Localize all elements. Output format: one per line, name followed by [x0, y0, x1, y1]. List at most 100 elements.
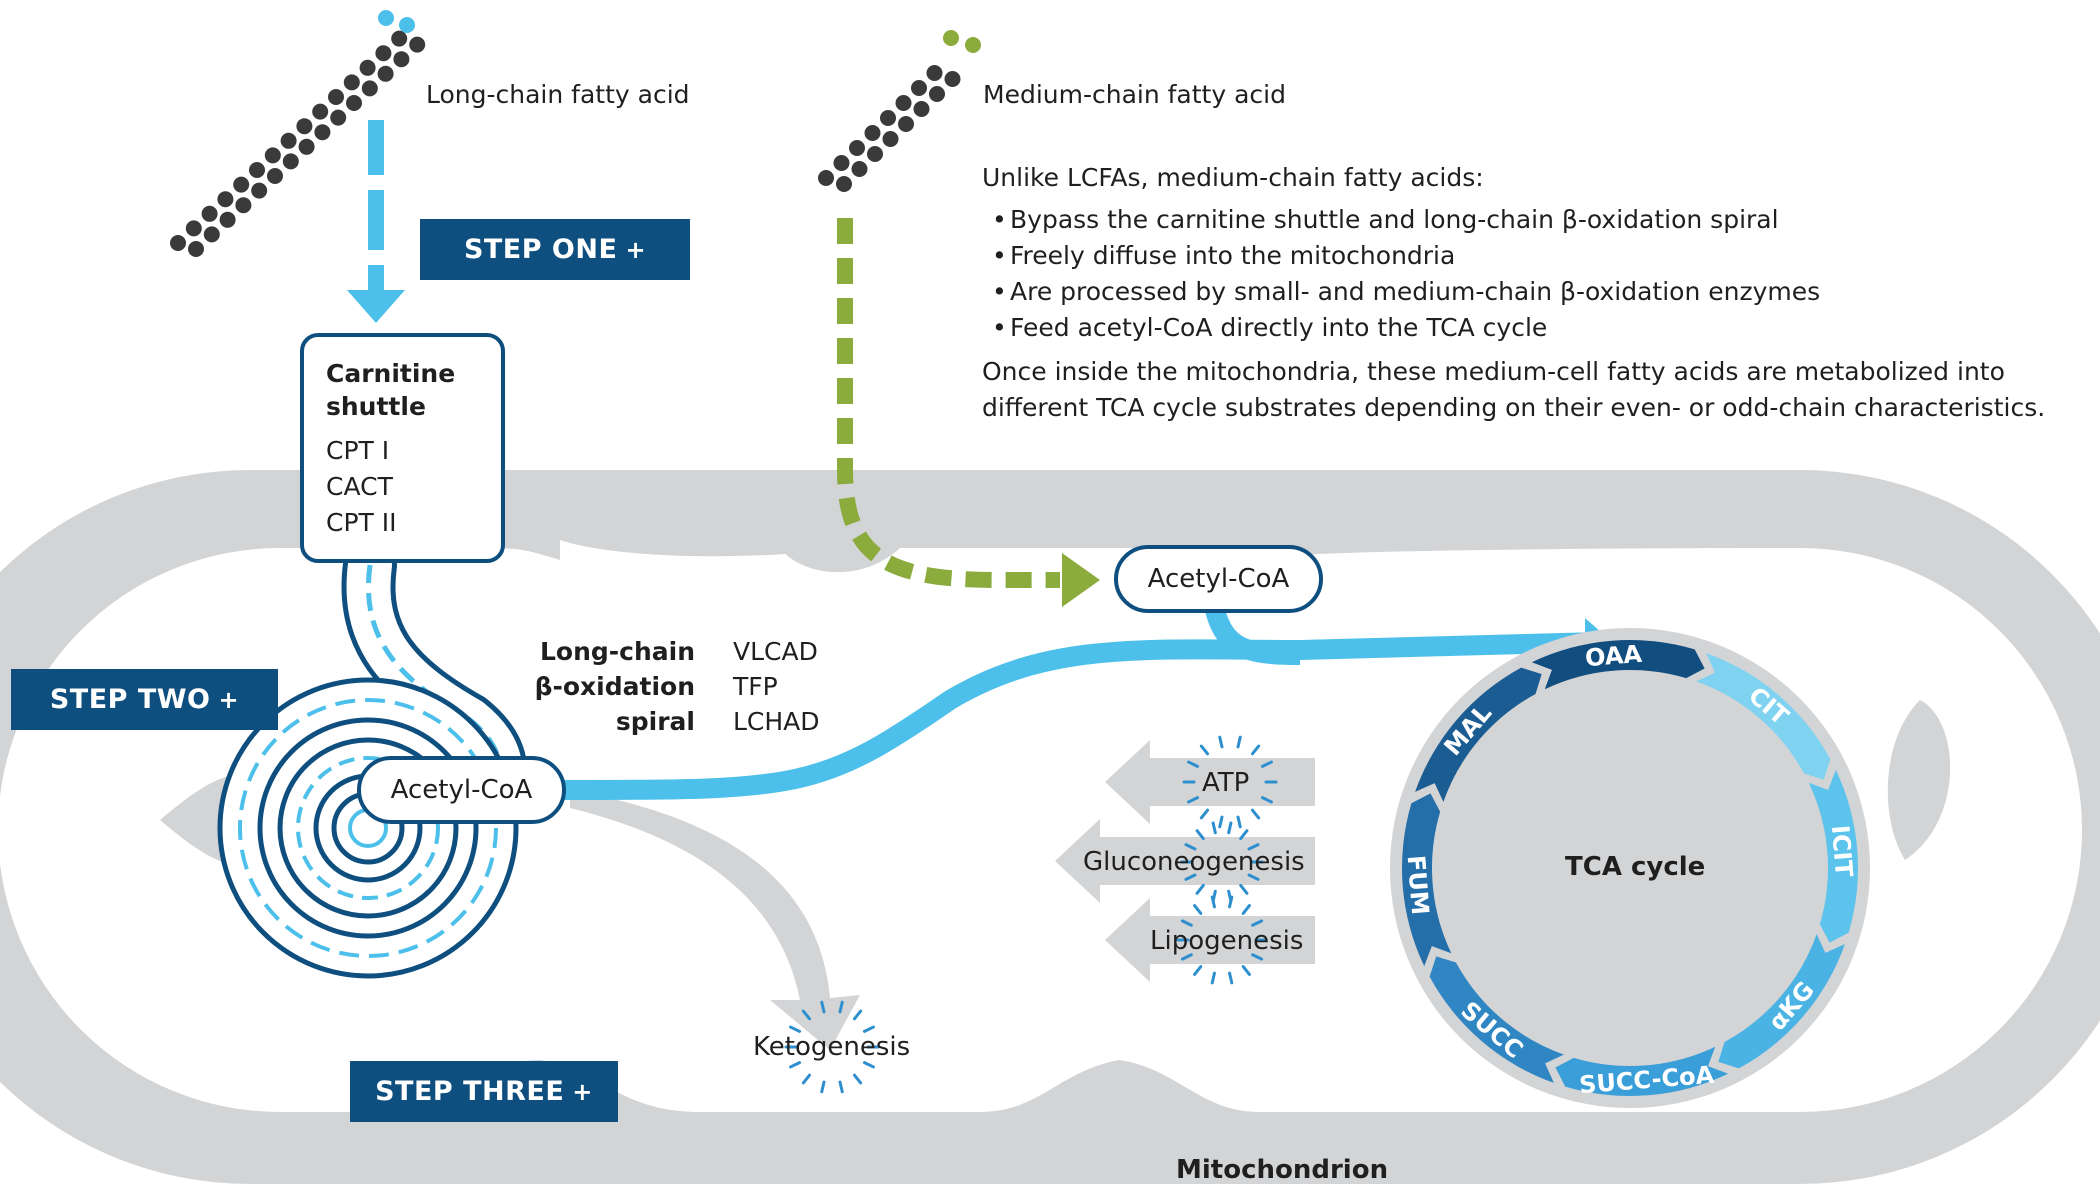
fatty-acid-dot: [880, 110, 896, 126]
burst-ray: [1210, 895, 1216, 909]
fatty-acid-dot: [312, 103, 329, 120]
tca-segment: [1555, 1046, 1729, 1096]
burst-ray: [1228, 971, 1234, 985]
atp-arrow: [1105, 740, 1315, 824]
tca-segment-label: FUM: [1401, 853, 1434, 916]
fatty-acid-tip-dot: [399, 17, 415, 33]
fatty-acid-dot: [233, 176, 250, 193]
carnitine-shuttle-title: shuttle: [326, 392, 426, 421]
burst-ray: [789, 1061, 802, 1069]
burst-ray: [862, 1025, 875, 1033]
burst-ray: [1247, 873, 1260, 881]
mcfa-bullet: Feed acetyl-CoA directly into the TCA cy…: [982, 310, 2092, 346]
burst-ray: [789, 1025, 802, 1033]
burst-ray: [852, 1009, 863, 1021]
fatty-acid-dot: [375, 45, 392, 62]
burst-ray: [1218, 815, 1224, 829]
beta-oxidation-spiral: [217, 677, 519, 979]
ketogenesis-label: Ketogenesis: [753, 1032, 911, 1062]
mcfa-bullet: Freely diffuse into the mitochondria: [982, 238, 2092, 274]
step-three-button[interactable]: STEP THREE+: [350, 1061, 618, 1122]
acetyl-coa-pill-spiral: Acetyl-CoA: [357, 756, 566, 824]
fatty-acid-dot: [170, 235, 186, 251]
burst-ray: [1241, 904, 1251, 915]
beta-oxidation-line: β-oxidation: [534, 672, 695, 701]
fatty-acid-dot: [298, 138, 315, 155]
fatty-acid-dot: [377, 65, 394, 82]
burst-ray: [1199, 744, 1210, 756]
burst-ray: [1187, 760, 1200, 768]
tca-segment: [1429, 956, 1564, 1083]
fatty-acid-dot: [882, 131, 899, 147]
tca-segment: [1402, 793, 1452, 967]
burst-ray: [1184, 843, 1197, 851]
burst-ray: [1227, 821, 1233, 835]
fatty-acid-dot: [926, 65, 943, 81]
fatty-acid-dot: [235, 197, 252, 214]
burst-ray: [1260, 796, 1273, 804]
fatty-acid-dot: [328, 89, 344, 105]
burst-ray: [1193, 965, 1203, 976]
step-three-label: STEP THREE: [375, 1076, 565, 1107]
tca-segment: [1808, 769, 1858, 943]
tca-cycle-label: TCA cycle: [1565, 852, 1706, 882]
fatty-acid-dot: [849, 140, 865, 156]
fatty-acid-dot: [264, 147, 281, 164]
medium-chain-arrow: [837, 218, 1060, 588]
long-chain-fatty-acid-molecule: [170, 10, 426, 257]
burst-ray: [1236, 815, 1242, 829]
tca-segment-label: OAA: [1583, 639, 1643, 672]
mcfa-bullet: Are processed by small- and medium-chain…: [982, 274, 2092, 310]
fatty-acid-dot: [185, 220, 202, 237]
mcfa-bullet: Bypass the carnitine shuttle and long-ch…: [982, 202, 2092, 238]
fatty-acid-dot: [836, 176, 852, 192]
fatty-acid-dot: [343, 74, 360, 91]
fatty-acid-dot: [282, 153, 299, 170]
fatty-acid-dot: [898, 116, 914, 132]
gluconeogenesis-arrow: [1055, 819, 1315, 903]
fatty-acid-tip-dot: [943, 30, 959, 46]
tca-segment: [1531, 640, 1705, 690]
burst-ray: [820, 1000, 826, 1014]
lipogenesis-label: Lipogenesis: [1150, 926, 1304, 956]
tca-segment-label: ICIT: [1826, 824, 1859, 879]
fatty-acid-dot: [359, 59, 376, 76]
fatty-acid-dot: [203, 226, 220, 243]
lipogenesis-burst: [1176, 895, 1268, 985]
burst-ray: [1199, 808, 1210, 820]
step-one-label: STEP ONE: [463, 234, 618, 265]
step-two-plus: +: [218, 685, 240, 714]
enzyme-item: LCHAD: [733, 707, 820, 736]
tca-cycle-ring: [1402, 640, 1858, 1096]
burst-ray: [1180, 953, 1193, 961]
fatty-acid-dot: [864, 125, 881, 141]
gluconeogenesis-label: Gluconeogenesis: [1083, 847, 1305, 877]
step-one-button[interactable]: STEP ONE+: [420, 219, 690, 280]
mcfa-info-outro-line: different TCA cycle substrates depending…: [982, 393, 2046, 422]
fatty-acid-dot: [346, 95, 362, 111]
long-chain-fatty-acid-label: Long-chain fatty acid: [426, 80, 690, 109]
fatty-acid-dot: [251, 182, 268, 199]
burst-ray: [1250, 744, 1261, 756]
fatty-acid-dot: [219, 211, 236, 228]
enzyme-list: VLCAD TFP LCHAD: [733, 634, 820, 739]
burst-ray: [1241, 965, 1251, 976]
fatty-acid-dot: [391, 30, 408, 47]
burst-ray: [1228, 895, 1234, 909]
transporter-item: CPT I: [326, 436, 390, 465]
fatty-acid-dot: [296, 118, 313, 135]
burst-ray: [1180, 919, 1193, 927]
tca-segment: [1718, 934, 1845, 1069]
carnitine-shuttle-box: Carnitine shuttle CPT I CACT CPT II: [300, 333, 505, 563]
step-two-button[interactable]: STEP TWO+: [11, 669, 278, 730]
tca-cycle-center: [1390, 628, 1870, 1108]
ketogenesis-arrow: [570, 790, 860, 1050]
fatty-acid-dot: [188, 241, 204, 257]
acetyl-coa-pill-medium: Acetyl-CoA: [1114, 545, 1323, 613]
medium-chain-fatty-acid-label: Medium-chain fatty acid: [983, 80, 1286, 109]
atp-burst: [1182, 735, 1278, 829]
tca-segment: [1415, 667, 1542, 802]
ketogenesis-burst: [784, 1000, 880, 1094]
